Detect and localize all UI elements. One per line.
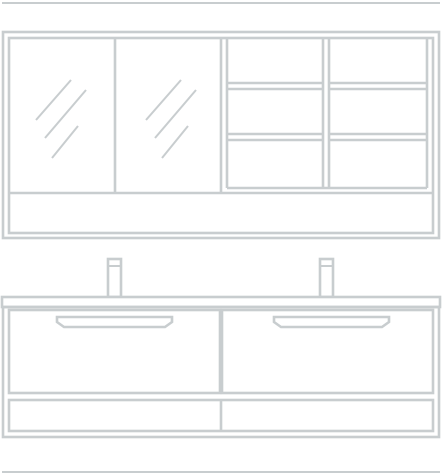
- drawer-right-handle-icon: [272, 315, 391, 329]
- mirror-reflection-right-icon: [145, 79, 197, 159]
- vanity-countertop: [0, 295, 442, 309]
- vanity-cabinet: [0, 295, 442, 439]
- shelf-board-right-2: [329, 132, 427, 142]
- shelf-board-left-2: [227, 132, 323, 142]
- shelf-board-right-1: [329, 81, 427, 91]
- drawer-left-handle-icon: [55, 315, 174, 329]
- drawer-left: [7, 308, 222, 395]
- drawer-right: [220, 308, 435, 395]
- mirror-cabinet: [1, 30, 441, 240]
- mirror-reflection-left-icon: [35, 79, 87, 159]
- faucet-right-icon: [318, 257, 335, 299]
- mirror-cabinet-outer-frame: [1, 30, 441, 240]
- faucet-left-icon: [106, 257, 123, 299]
- vanity-body-outer: [1, 305, 441, 439]
- shelf-board-left-1: [227, 81, 323, 91]
